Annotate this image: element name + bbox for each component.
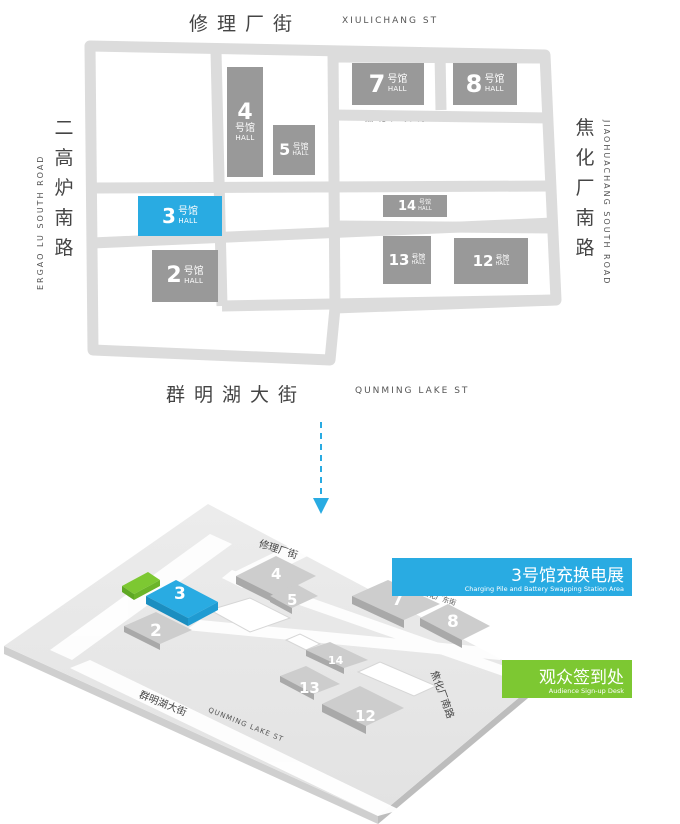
platform-side (4, 646, 378, 824)
iso-hall-3[interactable] (146, 580, 218, 618)
hall-en: HALL (484, 84, 504, 93)
iso-hall-side (322, 704, 366, 734)
road (70, 660, 400, 816)
iso-hall-5[interactable] (270, 584, 318, 608)
hall-number: 7 (368, 70, 386, 98)
iso-hall-side (420, 618, 462, 648)
iso-hall-num-5: 5 (287, 591, 298, 609)
south-street-en: QUNMING LAKE ST (355, 386, 470, 396)
iso-hall-num-8: 8 (447, 612, 459, 632)
iso-hall-num-12: 12 (355, 707, 376, 725)
iso-hall-num-3: 3 (174, 584, 186, 604)
road (50, 534, 232, 660)
iso-hall-side (188, 602, 218, 626)
iso-hall-side (280, 676, 314, 700)
hall-hao: 号馆 (235, 123, 255, 135)
hall-en: HALL (292, 150, 309, 158)
callout-title: 观众签到处 (539, 668, 624, 688)
iso-hall-num-14: 14 (328, 654, 344, 667)
hall-en: HALL (387, 84, 407, 93)
hall-number: 3 (162, 204, 176, 228)
iso-hall-side (146, 596, 188, 626)
hall-en: HALL (495, 261, 510, 268)
iso-hall-2[interactable] (124, 612, 192, 644)
callout-subtitle: Audience Sign-up Desk (548, 687, 624, 695)
hall-number: 5 (279, 140, 291, 159)
hall-number: 4 (237, 100, 253, 126)
hall-number: 2 (166, 263, 182, 288)
iso-hall-7[interactable] (352, 580, 440, 620)
signup-desk-callout[interactable]: 观众签到处 Audience Sign-up Desk (502, 660, 632, 698)
iso-hall-side (270, 596, 292, 614)
hall-hao: 号馆 (177, 206, 198, 218)
empty-block (208, 597, 292, 633)
hall-hao: 号馆 (419, 199, 432, 207)
hall-en: HALL (235, 133, 255, 142)
iso-hall-side (236, 576, 276, 604)
callout-title: 3号馆充换电展 (511, 566, 624, 586)
hall-hao: 号馆 (292, 141, 309, 151)
hall-number: 13 (388, 250, 410, 269)
hall-number: 8 (465, 70, 483, 98)
north-street-cn: 修理厂街 (189, 13, 302, 35)
hall-en: HALL (418, 205, 433, 212)
signup-block[interactable] (122, 572, 160, 594)
iso-hall-num-2: 2 (150, 621, 162, 641)
hall-hao: 号馆 (411, 252, 426, 261)
hall-number: 12 (472, 251, 494, 270)
iso-hall-num-7: 7 (392, 590, 404, 610)
charging-area-callout[interactable]: 3号馆充换电展 Charging Pile and Battery Swappi… (392, 558, 632, 596)
iso-hall-12[interactable] (322, 686, 404, 726)
road-network (84, 40, 562, 366)
hall-hao: 号馆 (484, 74, 505, 86)
iso-hall-num-4: 4 (271, 565, 282, 583)
iso-hall-14[interactable] (306, 642, 368, 668)
hall-en: HALL (178, 216, 198, 225)
north-street-en: XIULICHANG ST (342, 16, 439, 26)
hall-hao: 号馆 (183, 266, 204, 278)
down-arrow-icon (313, 422, 329, 514)
signup-block-side (134, 580, 160, 600)
empty-block (284, 633, 322, 651)
callout-subtitle: Charging Pile and Battery Swapping Stati… (464, 585, 624, 593)
hall-number: 14 (397, 198, 417, 214)
east-street-cn: 焦化厂南路 (575, 117, 595, 259)
hall-hao: 号馆 (495, 253, 510, 262)
iso-hall-side (124, 626, 160, 650)
west-street-cn: 二高炉南路 (54, 117, 74, 259)
platform-side (378, 680, 540, 824)
signup-block-side (122, 586, 134, 600)
isometric-map (4, 504, 540, 824)
hall-en: HALL (184, 276, 204, 285)
empty-block (356, 661, 438, 697)
hall-hao: 号馆 (387, 74, 408, 86)
iso-hall-13[interactable] (280, 666, 340, 694)
iso-hall-side (352, 596, 404, 628)
iso-hall-num-13: 13 (299, 679, 320, 697)
iso-hall-side (306, 650, 344, 674)
iso-hall-8[interactable] (420, 604, 490, 640)
south-street-cn: 群明湖大街 (166, 384, 307, 406)
hall-en: HALL (411, 260, 426, 267)
